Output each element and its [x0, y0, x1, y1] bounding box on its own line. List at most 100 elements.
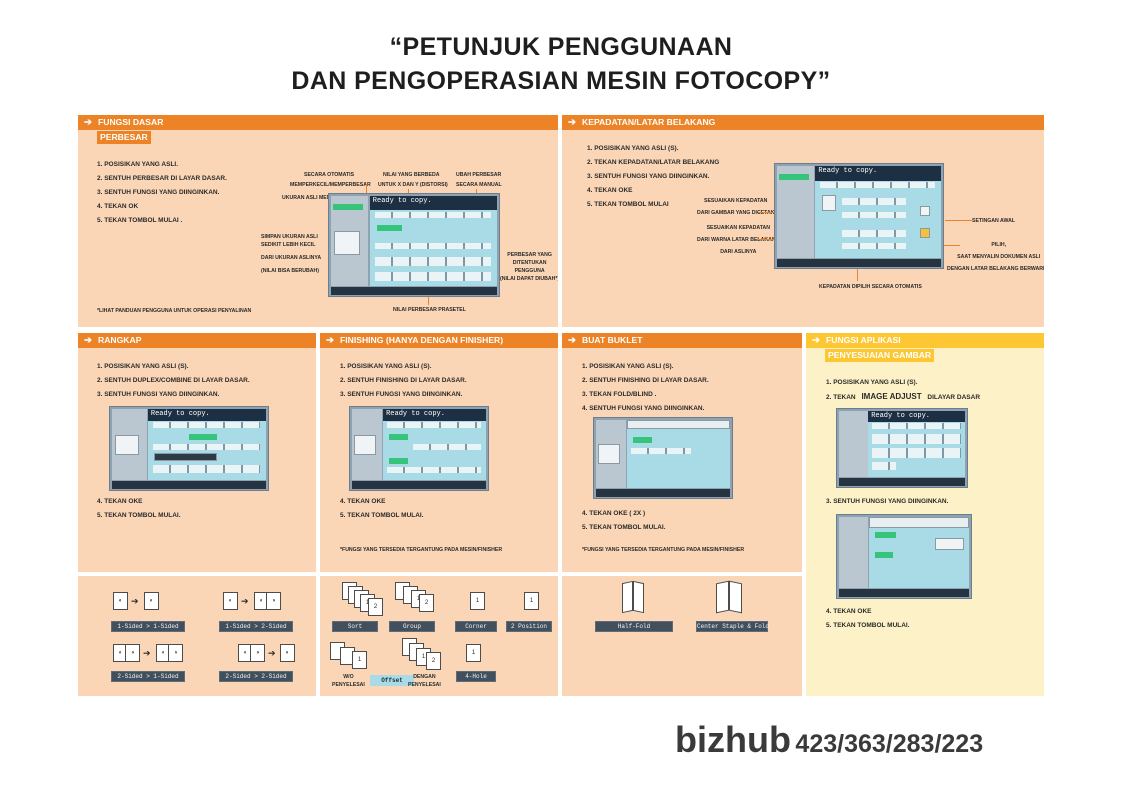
callout-untuk-x: UNTUK X DAN Y (DISTORSI): [378, 182, 448, 188]
callout-nilai-bisa: (NILAI BISA BERUBAH): [261, 268, 320, 274]
step-item: 1. POSISIKAN YANG ASLI.: [97, 161, 179, 168]
copier-screen: [593, 417, 733, 499]
copier-screen: Ready to copy.: [109, 406, 269, 491]
screen-preview: [115, 435, 139, 456]
screen-option-box: [934, 538, 965, 551]
offset-button[interactable]: Offset: [370, 675, 414, 686]
header-label: BUAT BUKLET: [582, 335, 643, 345]
screen-selected-option: [874, 551, 894, 558]
screen-button-row: [387, 466, 482, 473]
copier-screen: Ready to copy.: [328, 193, 500, 297]
callout-sesuaikan-latar: SESUAIKAN KEPADATAN DARI WARNA LATAR BEL…: [697, 224, 780, 256]
screen-button-row: [413, 443, 482, 450]
screen-slider: [842, 229, 907, 237]
callout-secara-manual: SECARA MANUAL: [456, 182, 502, 188]
callout-line: DARI WARNA LATAR BELAKANG: [697, 237, 780, 243]
callout-line: DARI ASLINYA: [720, 249, 757, 255]
screen-button-row: [872, 462, 896, 471]
screen-tab-row: [820, 181, 935, 188]
header-label: KEPADATAN/LATAR BELAKANG: [582, 117, 716, 127]
callout-line: SEDIKIT LEBIH KECIL: [261, 242, 316, 248]
callout-perbesar-pengguna: PERBESAR YANG DITENTUKAN PENGGUNA (NILAI…: [500, 251, 558, 283]
corner-button[interactable]: Corner: [455, 621, 497, 632]
duplex-1-1-button[interactable]: 1-Sided > 1-Sided: [111, 621, 185, 632]
leader-line: [758, 239, 788, 240]
sheet-icon: ◑: [125, 644, 140, 662]
step-item: 1. POSISIKAN YANG ASLI (S).: [587, 145, 679, 152]
screen-title: Ready to copy.: [815, 166, 941, 181]
step-item: 4. TEKAN OKE: [587, 187, 633, 194]
screen-title: Ready to copy.: [868, 411, 965, 422]
offset-wo-icon: 1: [330, 642, 374, 672]
arrow-right-icon: ➔: [568, 335, 576, 346]
screen-preview: [354, 435, 376, 456]
step-item: 3. SENTUH FUNGSI YANG DIINGINKAN.: [587, 173, 710, 180]
duplex-1-1-icon: ◐ ➔ ◐: [113, 592, 163, 612]
step-item: 1. POSISIKAN YANG ASLI (S).: [97, 363, 189, 370]
callout-line: DITENTUKAN: [512, 260, 547, 266]
panel-booklet-options: Half-Fold Center Staple & Fold: [562, 576, 802, 696]
sheet-icon: [729, 580, 742, 614]
callout-line: SAAT MENYALIN DOKUMEN ASLI: [957, 254, 1041, 260]
duplex-2-2-button[interactable]: 2-Sided > 2-Sided: [219, 671, 293, 682]
step-item: 1. POSISIKAN YANG ASLI (S).: [340, 363, 432, 370]
step-item: 2. SENTUH PERBESAR DI LAYAR DASAR.: [97, 175, 227, 182]
step-key: IMAGE ADJUST: [861, 392, 922, 401]
screen-sidebar: [839, 411, 868, 477]
screen-main: [369, 196, 497, 286]
panel-header: ➔FINISHING (HANYA DENGAN FINISHER): [320, 333, 558, 348]
sheet-icon: 2: [368, 598, 383, 616]
screen-button-row: [152, 443, 261, 450]
sheet-icon: 2: [419, 594, 434, 612]
screen-preview: [598, 443, 620, 464]
group-button[interactable]: Group: [389, 621, 435, 632]
label-line: DENGAN: [413, 674, 436, 680]
half-fold-button[interactable]: Half-Fold: [595, 621, 673, 632]
leader-line: [945, 220, 972, 221]
panel-header: ➔KEPADATAN/LATAR BELAKANG: [562, 115, 1044, 130]
arrow-right-icon: ➔: [812, 335, 820, 346]
callout-nilai-berbeda: NILAI YANG BERBEDA: [383, 172, 440, 178]
screen-selected-option: [874, 531, 896, 538]
two-position-button[interactable]: 2 Position: [506, 621, 552, 632]
panel-subheader: PENYESUAIAN GAMBAR: [825, 349, 935, 362]
duplex-1-2-icon: ◐ ➔ ◐ ◑: [223, 592, 283, 612]
step-item: 3. TEKAN FOLD/BLIND .: [582, 391, 657, 398]
arrow-right-icon: ➔: [268, 648, 276, 658]
brand-logo: bizhub 423/363/283/223: [675, 720, 983, 768]
four-hole-button[interactable]: 4-Hole: [456, 671, 496, 682]
arrow-right-icon: ➔: [143, 648, 151, 658]
panel-finishing-options: 1 2 Sort 1 2 Group 1 Corner 1 2 Position…: [320, 576, 558, 696]
label-line: W/O: [343, 674, 354, 680]
screen-button-row: [872, 448, 961, 458]
steps-list: 1. POSISIKAN YANG ASLI (S). 2. SENTUH DU…: [97, 360, 250, 402]
steps-list: 1. POSISIKAN YANG ASLI. 2. SENTUH PERBES…: [97, 158, 227, 228]
sheet-icon: [633, 580, 644, 614]
label-with-finisher: DENGAN PENYELESAI: [408, 673, 441, 689]
screen-footer: [596, 489, 730, 497]
header-label: RANGKAP: [98, 335, 142, 345]
step-text: DILAYAR DASAR: [927, 394, 981, 401]
sort-button[interactable]: Sort: [332, 621, 378, 632]
step-item: 4. SENTUH FUNGSI YANG DIINGINKAN.: [582, 405, 705, 412]
callout-kepadatan-dipilih: KEPADATAN DIPILIH SECARA OTOMATIS: [819, 284, 922, 290]
copier-screen: Ready to copy.: [836, 408, 968, 488]
duplex-1-2-button[interactable]: 1-Sided > 2-Sided: [219, 621, 293, 632]
duplex-2-1-button[interactable]: 2-Sided > 1-Sided: [111, 671, 185, 682]
step-item: 5. TEKAN TOMBOL MULAI.: [826, 622, 910, 629]
step-item: 2. TEKAN IMAGE ADJUST DILAYAR DASAR: [826, 390, 980, 405]
callout-line: SIMPAN UKURAN ASLI: [261, 234, 318, 240]
callout-secara-otomatis: SECARA OTOMATIS: [304, 172, 355, 178]
sheet-icon: ◐: [144, 592, 159, 610]
steps-list-bottom: 4. TEKAN OKE ( 2X ) 5. TEKAN TOMBOL MULA…: [582, 507, 666, 535]
screen-title: Ready to copy.: [369, 196, 497, 211]
copier-screen: [836, 514, 972, 599]
steps-list: 1. POSISIKAN YANG ASLI (S). 2. SENTUH FI…: [582, 360, 709, 416]
screen-selected-option: [376, 224, 403, 231]
sheet-icon: ◑: [266, 592, 281, 610]
sheet-icon: ◐: [280, 644, 295, 662]
step-item: 5. TEKAN TOMBOL MULAI.: [97, 512, 181, 519]
group-icon: 1 2: [395, 582, 440, 620]
center-staple-fold-button[interactable]: Center Staple & Fold: [696, 621, 770, 632]
panel-aplikasi: ➔FUNGSI APLIKASI PENYESUAIAN GAMBAR 1. P…: [806, 333, 1044, 696]
